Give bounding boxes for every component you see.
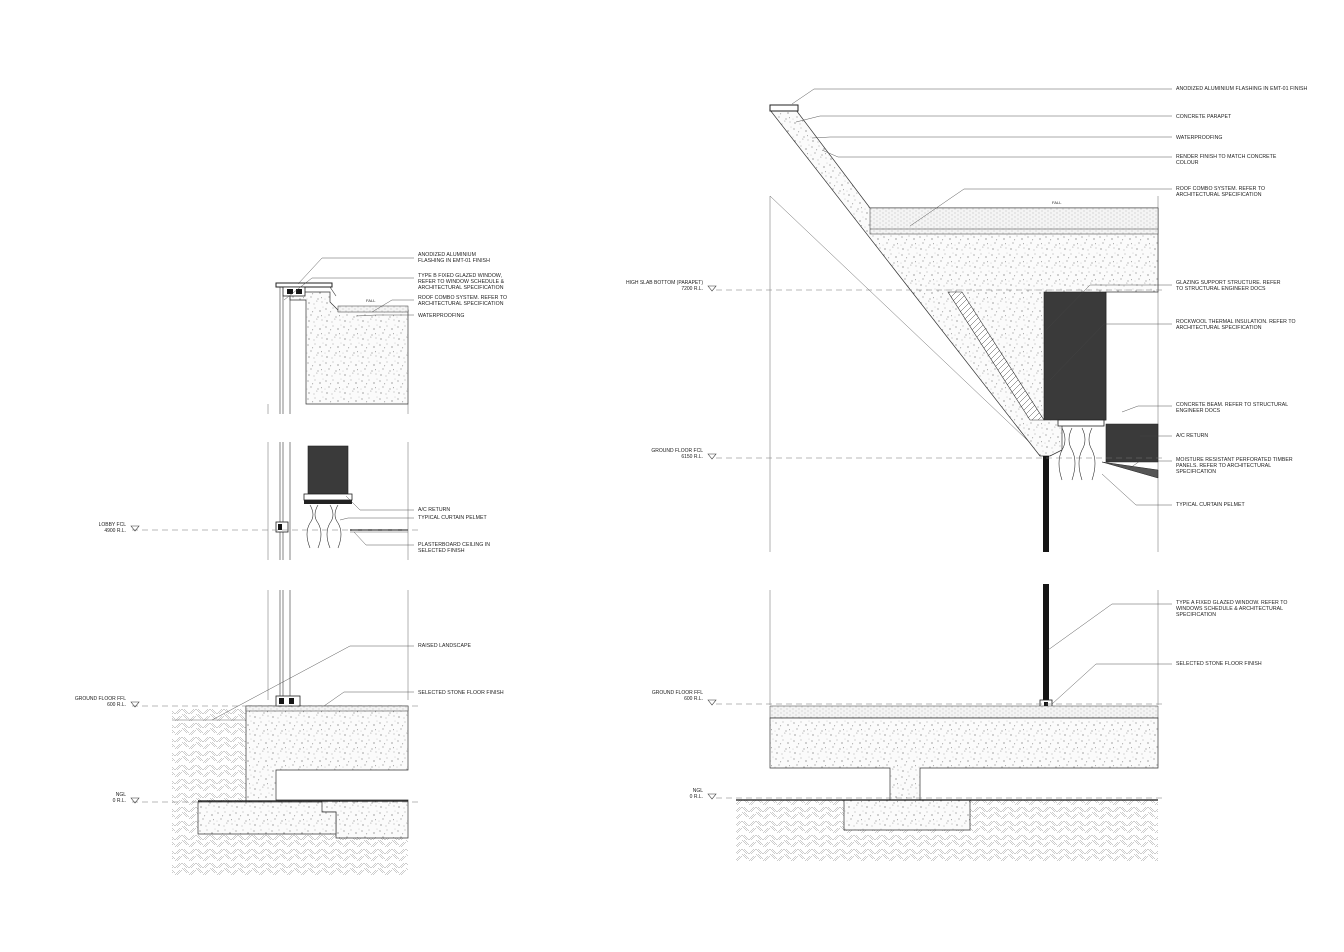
ac-return-duct <box>307 445 349 495</box>
lobby-level-name: LOBBY FCL <box>99 522 127 528</box>
d2-note-glazing-1: GLAZING SUPPORT STRUCTURE. REFER <box>1176 280 1281 286</box>
ngl-level-name: NGL <box>116 792 127 798</box>
detail-1: FALL <box>75 252 507 876</box>
high-slab-level-rl: 7200 R.L. <box>681 286 703 292</box>
ngl-level-rl: 0 R.L. <box>113 798 126 804</box>
d2-note-roof-1: ROOF COMBO SYSTEM. REFER TO <box>1176 186 1265 192</box>
ngl-level-rl-2: 0 R.L. <box>690 794 703 800</box>
window-mullion <box>1043 456 1049 552</box>
d1-note-plaster-2: SELECTED FINISH <box>418 548 465 554</box>
d2-note-rockwool-1: ROCKWOOL THERMAL INSULATION. REFER TO <box>1176 319 1296 325</box>
ngl-level-name-2: NGL <box>693 788 704 794</box>
ac-return-2 <box>1105 423 1159 463</box>
d2-note-roof-2: ARCHITECTURAL SPECIFICATION <box>1176 192 1262 198</box>
ground-level-rl: 600 R.L. <box>107 702 126 708</box>
d2-note-parapet: CONCRETE PARAPET <box>1176 114 1232 120</box>
window-frame-head <box>282 286 306 297</box>
soil-fill <box>172 708 246 876</box>
d2-note-glazing-2: TO STRUCTURAL ENGINEER DOCS <box>1176 286 1266 292</box>
d2-note-render-2: COLOUR <box>1176 160 1199 166</box>
d1-note-landscape: RAISED LANDSCAPE <box>418 643 471 649</box>
d2-note-beam-2: ENGINEER DOCS <box>1176 408 1221 414</box>
ground-slab <box>769 717 1159 801</box>
flashing-cap-2 <box>769 104 799 112</box>
d2-note-timber-3: SPECIFICATION <box>1176 469 1216 475</box>
d2-note-window-3: SPECIFICATION <box>1176 612 1216 618</box>
d2-note-window-1: TYPE A FIXED GLAZED WINDOW. REFER TO <box>1176 600 1287 606</box>
d1-note-pelmet: TYPICAL CURTAIN PELMET <box>418 515 488 521</box>
d2-note-timber-1: MOISTURE RESISTANT PERFORATED TIMBER <box>1176 457 1293 463</box>
fall-mark-2: FALL <box>1052 200 1062 205</box>
d1-note-window-3: ARCHITECTURAL SPECIFICATION <box>418 285 504 291</box>
gf-fcl-level-name: GROUND FLOOR FCL <box>651 448 703 454</box>
gf-fcl-level-rl: 6150 R.L. <box>681 454 703 460</box>
d1-note-roof-1: ROOF COMBO SYSTEM. REFER TO <box>418 295 507 301</box>
gf-ffl-level-rl: 600 R.L. <box>684 696 703 702</box>
d2-note-render-1: RENDER FINISH TO MATCH CONCRETE <box>1176 154 1277 160</box>
d2-note-flashing: ANODIZED ALUMINIUM FLASHING IN EMT-01 FI… <box>1176 86 1308 92</box>
gf-ffl-level-name: GROUND FLOOR FFL <box>652 690 703 696</box>
d1-note-ac-return: A/C RETURN <box>418 507 450 513</box>
d2-note-stone: SELECTED STONE FLOOR FINISH <box>1176 661 1262 667</box>
d1-note-plaster-1: PLASTERBOARD CEILING IN <box>418 542 490 548</box>
detail-2: FALL HIGH SLAB BOTTOM (PARAPET) 7200 R.L… <box>626 86 1308 862</box>
d2-note-window-2: WINDOWS SCHEDULE & ARCHITECTURAL <box>1176 606 1283 612</box>
flashing-cap <box>275 282 333 288</box>
high-slab-level-name: HIGH SLAB BOTTOM (PARAPET) <box>626 280 703 286</box>
detail-1-ceiling <box>267 442 409 560</box>
d1-note-window-2: REFER TO WINDOW SCHEDULE & <box>418 279 505 285</box>
fall-mark: FALL <box>366 298 376 303</box>
detail-1-ground <box>172 590 409 876</box>
lobby-level-rl: 4900 R.L. <box>104 528 126 534</box>
d1-note-roof-2: ARCHITECTURAL SPECIFICATION <box>418 301 504 307</box>
d2-note-beam-1: CONCRETE BEAM. REFER TO STRUCTURAL <box>1176 402 1288 408</box>
d1-note-stone: SELECTED STONE FLOOR FINISH <box>418 690 504 696</box>
d2-note-timber-2: PANELS. REFER TO ARCHITECTURAL <box>1176 463 1271 469</box>
d2-note-pelmet: TYPICAL CURTAIN PELMET <box>1176 502 1246 508</box>
d1-note-flashing-1: ANODIZED ALUMINIUM <box>418 252 476 258</box>
d1-note-window-1: TYPE B FIXED GLAZED WINDOW, <box>418 273 502 279</box>
d2-note-ac-return: A/C RETURN <box>1176 433 1208 439</box>
glazing-support <box>1043 291 1107 421</box>
d1-note-waterproofing: WATERPROOFING <box>418 313 464 319</box>
d1-note-flashing-2: FLASHING IN EMT-01 FINISH <box>418 258 490 264</box>
d2-note-waterproofing: WATERPROOFING <box>1176 135 1222 141</box>
d2-note-rockwool-2: ARCHITECTURAL SPECIFICATION <box>1176 325 1262 331</box>
ground-level-name: GROUND FLOOR FFL <box>75 696 126 702</box>
detail-1-roof-parapet: FALL <box>267 282 409 414</box>
